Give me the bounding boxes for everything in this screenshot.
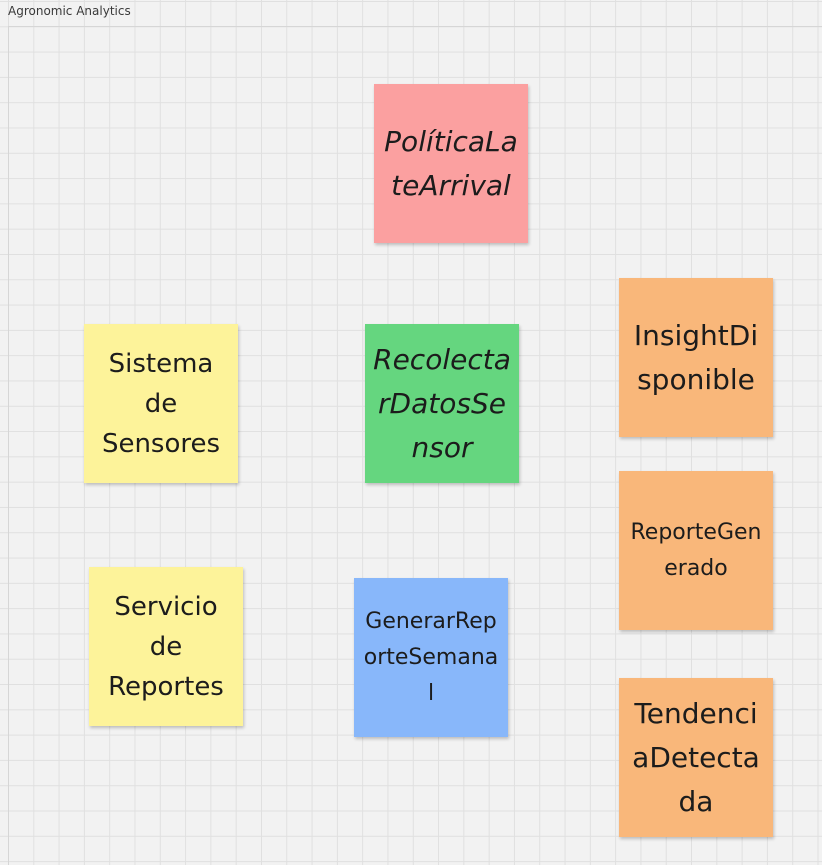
- sticky-note-tendencia-detectada[interactable]: TendenciaDetectada: [619, 678, 773, 837]
- sticky-note-generar-reporte-semanal[interactable]: GenerarReporteSemanal: [354, 578, 508, 737]
- sticky-note-text: Sistema de Sensores: [101, 348, 221, 459]
- sticky-note-insight-disponible[interactable]: InsightDisponible: [619, 278, 773, 437]
- board-title: Agronomic Analytics: [8, 4, 131, 18]
- sticky-note-text: ReporteGenerado: [630, 519, 762, 581]
- sticky-note-text: PolíticaLateArrival: [384, 124, 518, 202]
- title-divider: [8, 26, 822, 27]
- sticky-note-text: InsightDisponible: [633, 318, 759, 396]
- sticky-note-text: Servicio de Reportes: [108, 591, 224, 702]
- sticky-note-recolectar-datos-sensor[interactable]: RecolectarDatosSensor: [365, 324, 519, 483]
- sticky-note-text: TendenciaDetectada: [632, 696, 760, 818]
- frame-left-border: [8, 26, 9, 865]
- sticky-note-politica-late-arrival[interactable]: PolíticaLateArrival: [374, 84, 528, 243]
- sticky-note-servicio-de-reportes[interactable]: Servicio de Reportes: [89, 567, 243, 726]
- sticky-note-sistema-de-sensores[interactable]: Sistema de Sensores: [84, 324, 238, 483]
- sticky-note-text: GenerarReporteSemanal: [363, 608, 499, 706]
- sticky-note-reporte-generado[interactable]: ReporteGenerado: [619, 471, 773, 630]
- sticky-note-text: RecolectarDatosSensor: [373, 342, 511, 464]
